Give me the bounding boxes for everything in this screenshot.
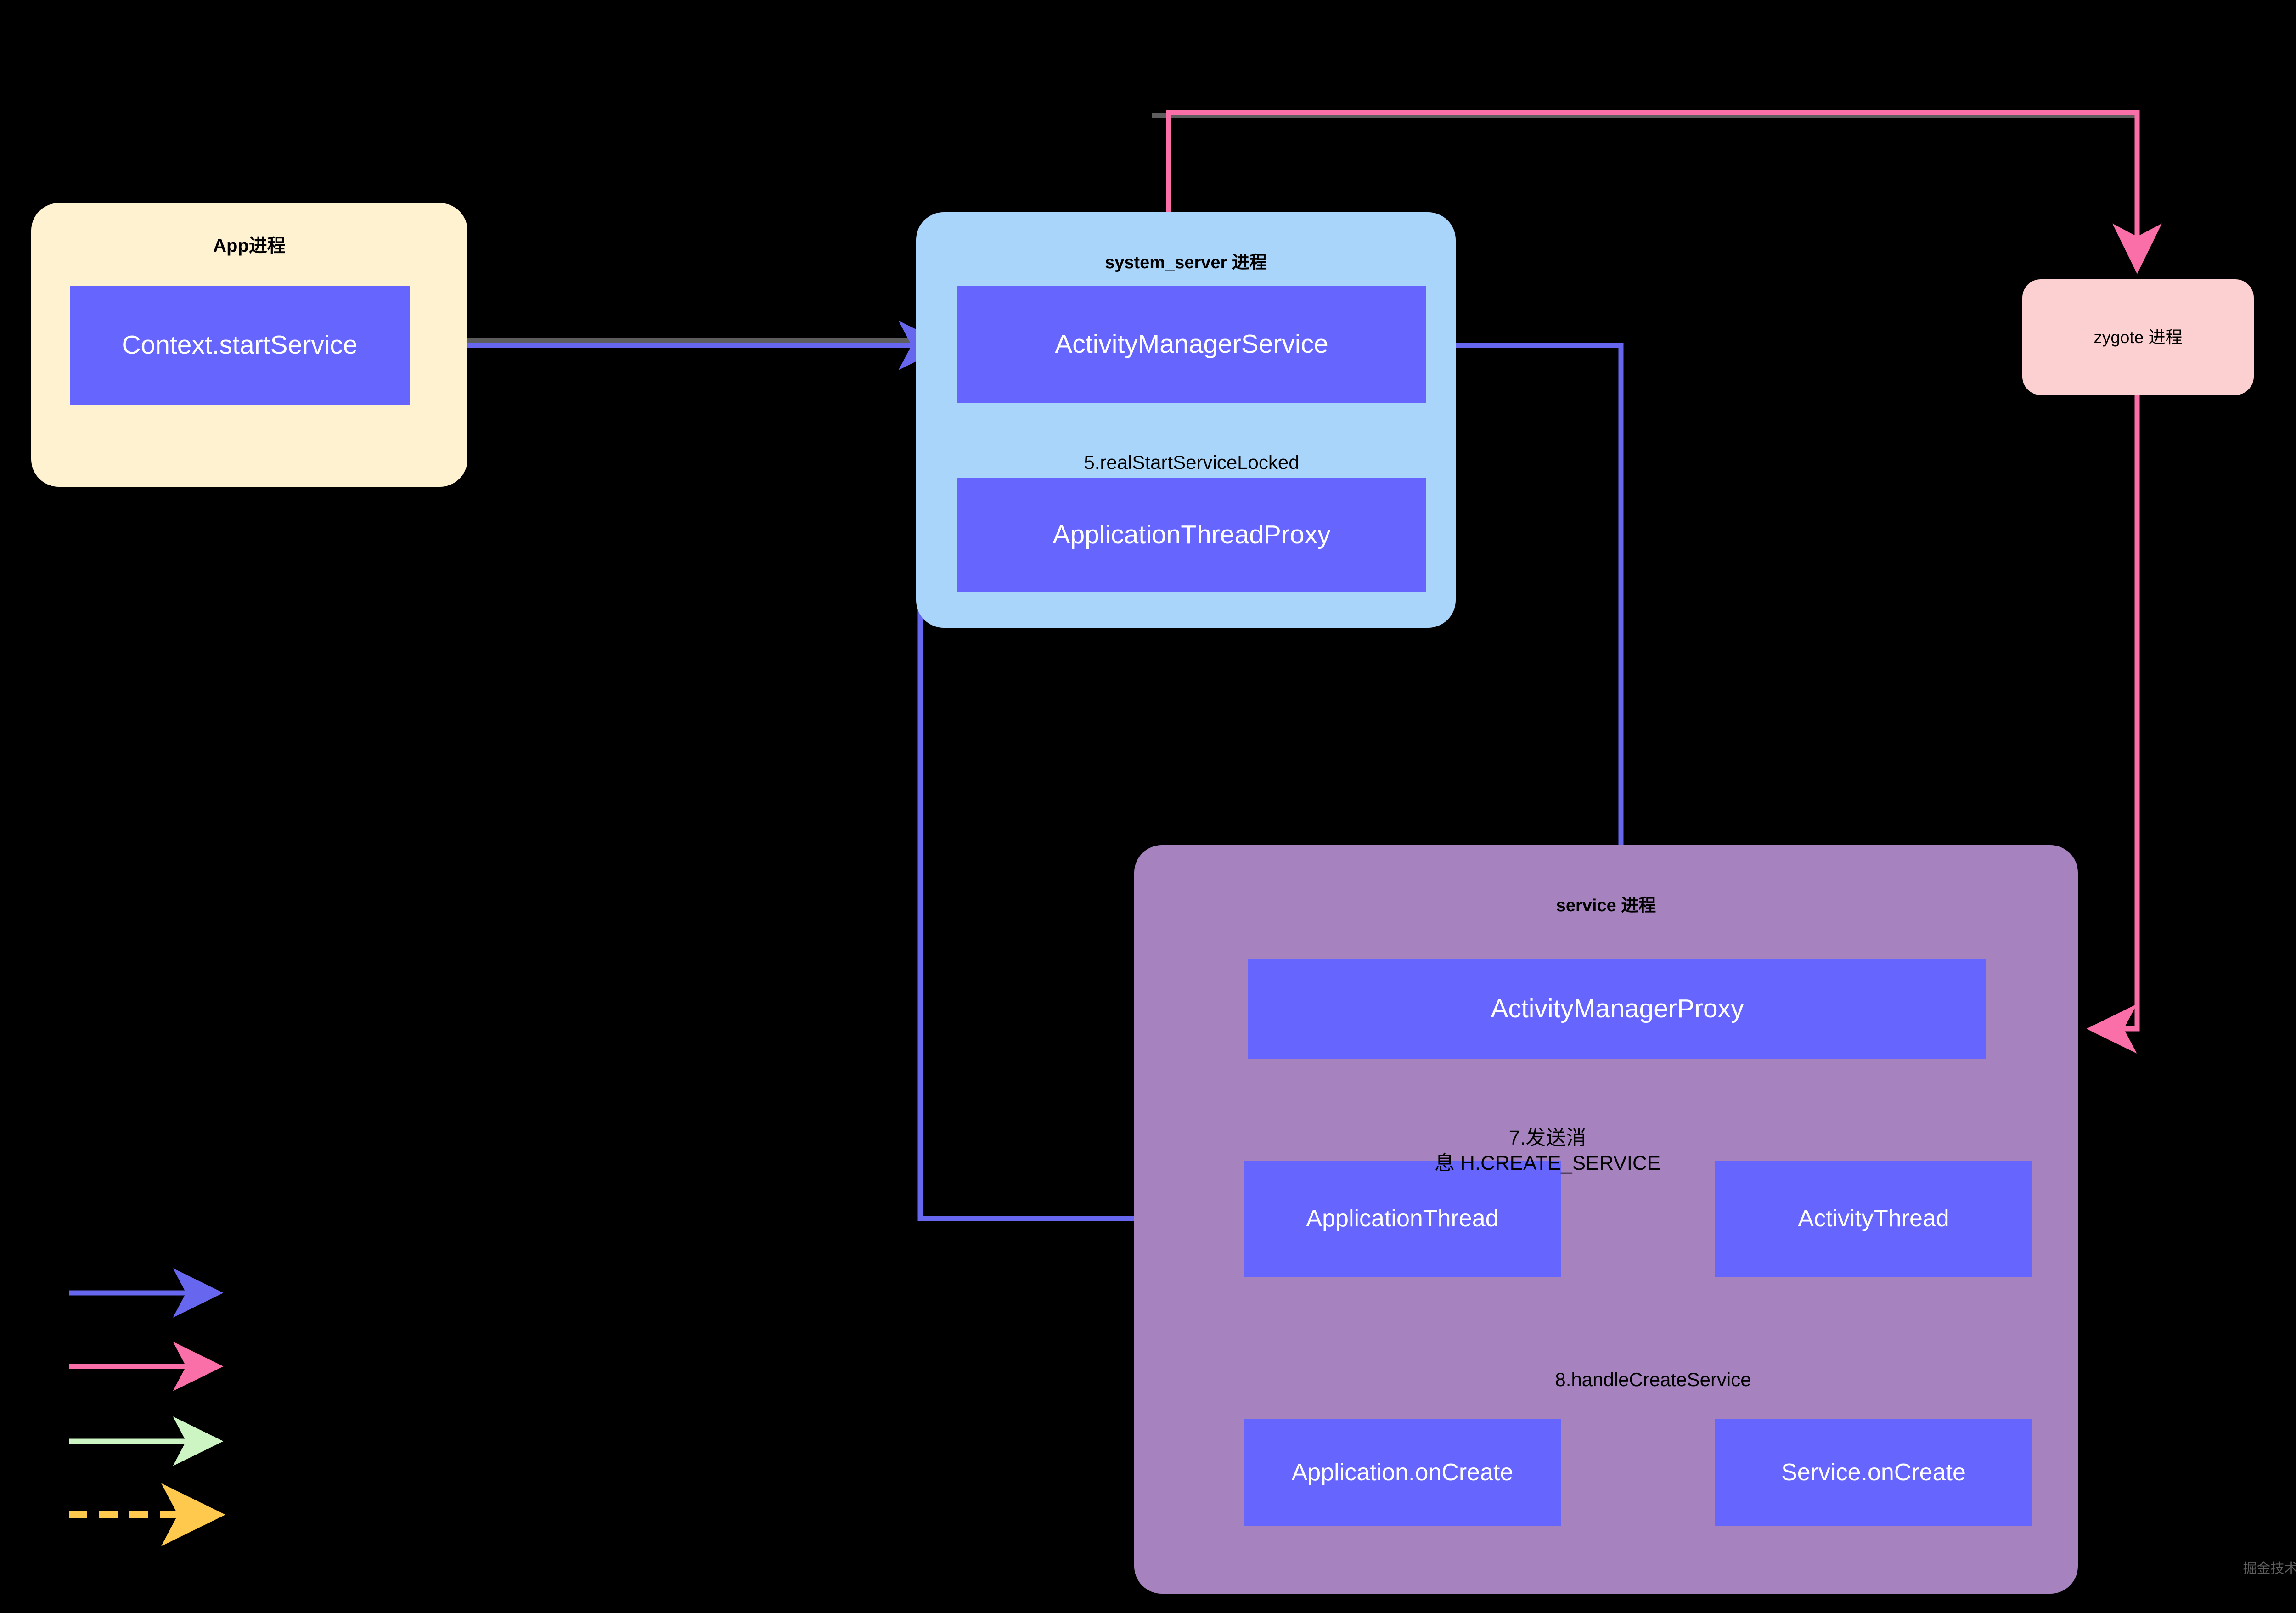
- node-context-start-service[interactable]: Context.startService: [70, 286, 410, 405]
- node-application-thread-proxy-label: ApplicationThreadProxy: [1052, 520, 1331, 550]
- node-application-on-create-label: Application.onCreate: [1291, 1459, 1514, 1486]
- edge-label-step5-text: 5.realStartServiceLocked: [1084, 451, 1300, 473]
- legend: [69, 1268, 482, 1552]
- node-application-thread-label: ApplicationThread: [1306, 1205, 1499, 1232]
- node-activity-thread-label: ActivityThread: [1798, 1205, 1949, 1232]
- edge-label-step7-text: 7.发送消 息 H.CREATE_SERVICE: [1434, 1127, 1661, 1174]
- node-service-on-create-label: Service.onCreate: [1781, 1459, 1966, 1486]
- watermark-text: 掘金技术社区 @小墙程序员: [2243, 1561, 2296, 1577]
- edge-label-step8-text: 8.handleCreateService: [1555, 1368, 1751, 1390]
- process-zygote-title: zygote 进程: [2093, 328, 2183, 347]
- node-activity-manager-service-label: ActivityManagerService: [1055, 329, 1328, 359]
- node-service-on-create[interactable]: Service.onCreate: [1715, 1419, 2032, 1526]
- node-activity-manager-proxy[interactable]: ActivityManagerProxy: [1248, 959, 1986, 1059]
- process-service-title: service 进程: [1556, 896, 1656, 915]
- node-application-thread-proxy[interactable]: ApplicationThreadProxy: [957, 478, 1426, 592]
- edge-zygote-to-service: [2086, 395, 2140, 1054]
- edge-label-step5: 5.realStartServiceLocked: [983, 426, 1401, 474]
- node-context-start-service-label: Context.startService: [122, 330, 358, 360]
- node-application-on-create[interactable]: Application.onCreate: [1244, 1419, 1561, 1526]
- node-activity-manager-service[interactable]: ActivityManagerService: [957, 286, 1426, 403]
- process-zygote: zygote 进程: [2022, 279, 2254, 395]
- edge-label-step7: 7.发送消 息 H.CREATE_SERVICE: [1378, 1100, 1717, 1176]
- edge-label-step8: 8.handleCreateService: [1433, 1343, 1874, 1392]
- watermark: 掘金技术社区 @小墙程序员: [2243, 1557, 2296, 1577]
- node-activity-manager-proxy-label: ActivityManagerProxy: [1491, 994, 1744, 1024]
- node-activity-thread[interactable]: ActivityThread: [1715, 1161, 2032, 1277]
- node-application-thread[interactable]: ApplicationThread: [1244, 1161, 1561, 1277]
- process-system-server-title: system_server 进程: [1105, 253, 1267, 272]
- process-app-title: App进程: [213, 236, 286, 256]
